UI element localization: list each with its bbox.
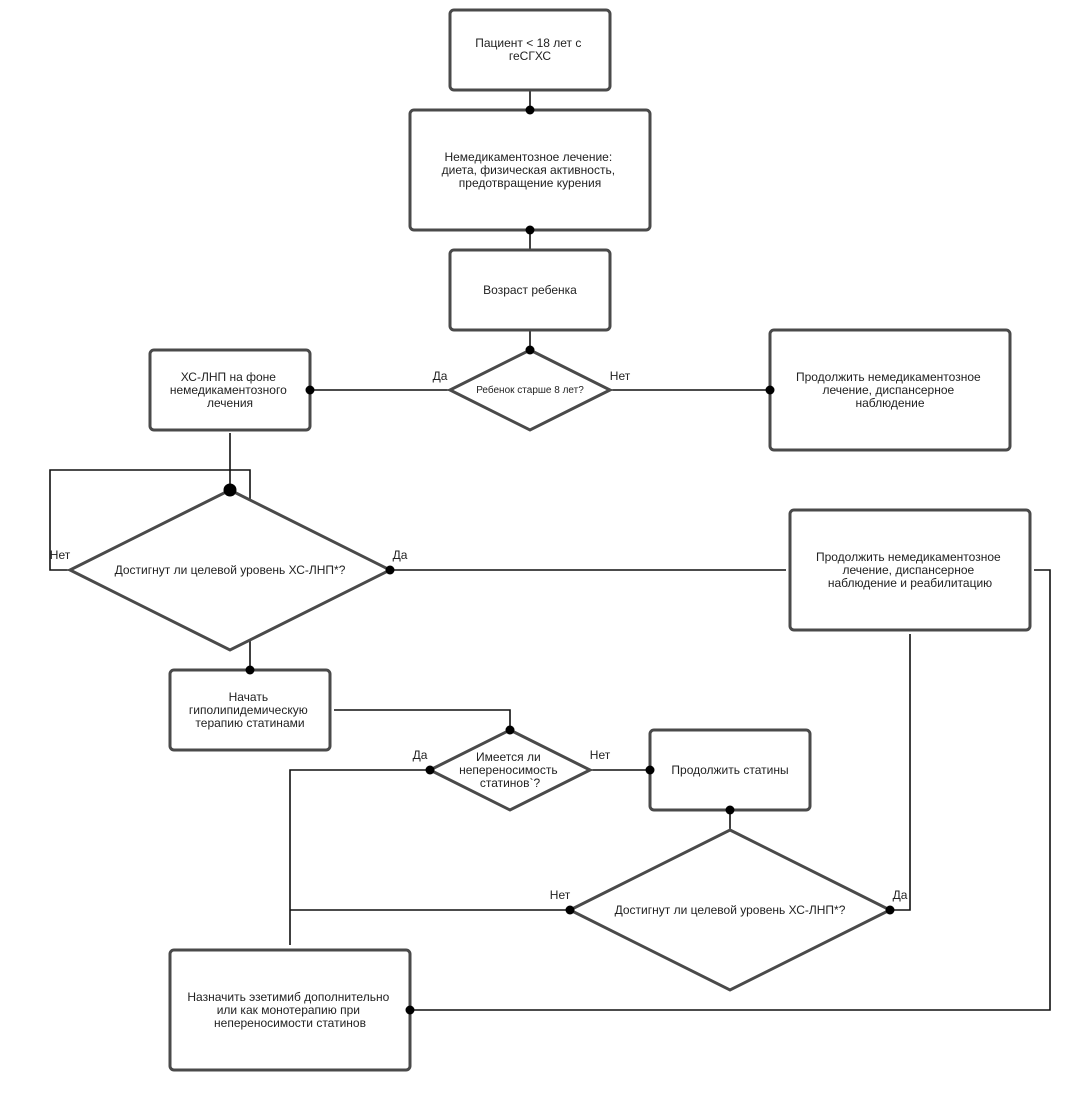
continue-statins-text: Продолжить статины: [671, 763, 788, 777]
node-intolerance-check: Имеется ли непереносимость статинов`?: [426, 728, 594, 812]
edge-rehab-to-ezetimibe: [410, 569, 1051, 1011]
connection-dot: [385, 565, 395, 575]
nondrug-text: Немедикаментозное лечение: диета, физиче…: [442, 150, 619, 190]
age-check-diamond: [446, 348, 614, 432]
continue-rehab-text: Продолжить немедикаментозное лечение, ди…: [816, 550, 1004, 590]
start-text: Пациент < 18 лет с геСГХС: [475, 36, 584, 63]
node-age: Возраст ребенка: [448, 248, 612, 332]
connection-dot: [245, 665, 255, 675]
connection-dot: [305, 385, 315, 395]
connection-dot: [885, 905, 895, 915]
label-age-check-yes: Да: [433, 369, 448, 383]
target-check-1-diamond: [66, 488, 394, 652]
edge-labels: Да Нет Нет Да Да Нет Нет Да: [50, 369, 908, 902]
intolerance-check-text: Имеется ли непереносимость статинов`?: [459, 750, 561, 790]
target-check-2-text: Достигнут ли целевой уровень ХС-ЛНП*?: [615, 903, 846, 917]
edge-target-check-2-yes: [890, 634, 911, 911]
target-check-1-text: Достигнут ли целевой уровень ХС-ЛНП*?: [115, 563, 346, 577]
connection-dot: [505, 725, 515, 735]
continue-rehab-box: [788, 508, 1032, 632]
node-ezetimibe: Назначить эзетимиб дополнительно или как…: [168, 948, 412, 1072]
connection-dot: [425, 765, 435, 775]
node-ldl-on-nondrug: ХС-ЛНП на фоне немедикаментозного лечени…: [148, 348, 312, 432]
continue-observation-text: Продолжить немедикаментозное лечение, ди…: [796, 370, 984, 410]
node-continue-rehab: Продолжить немедикаментозное лечение, ди…: [788, 508, 1032, 632]
age-check-text: Ребенок старше 8 лет?: [476, 384, 584, 396]
connection-dot: [405, 1005, 415, 1015]
connection-points: [223, 105, 895, 1015]
node-continue-statins: Продолжить статины: [648, 728, 812, 812]
edge-intolerance-yes: [289, 769, 430, 945]
node-start-statins: Начать гиполипидемическую терапию статин…: [168, 668, 332, 752]
label-target-check-1-no: Нет: [50, 548, 71, 562]
label-intolerance-yes: Да: [413, 748, 428, 762]
connection-dot: [725, 805, 735, 815]
node-target-check-1: Достигнут ли целевой уровень ХС-ЛНП*?: [66, 488, 394, 652]
label-intolerance-no: Нет: [590, 748, 611, 762]
age-box: [448, 248, 612, 332]
ldl-on-nondrug-text: ХС-ЛНП на фоне немедикаментозного лечени…: [170, 370, 290, 410]
intolerance-check-diamond: [426, 728, 594, 812]
label-age-check-no: Нет: [610, 369, 631, 383]
label-target-check-2-no: Нет: [550, 888, 571, 902]
connection-dot: [565, 905, 575, 915]
connection-dot: [645, 765, 655, 775]
connection-dot: [223, 483, 237, 497]
connection-dot: [525, 105, 535, 115]
edge-statins-to-intolerance: [334, 709, 511, 730]
ezetimibe-text: Назначить эзетимиб дополнительно или как…: [187, 990, 392, 1030]
connection-dot: [765, 385, 775, 395]
label-target-check-1-yes: Да: [393, 548, 408, 562]
connection-dot: [525, 345, 535, 355]
node-target-check-2: Достигнут ли целевой уровень ХС-ЛНП*?: [566, 828, 894, 992]
start-statins-text: Начать гиполипидемическую терапию статин…: [189, 690, 311, 730]
target-check-2-diamond: [566, 828, 894, 992]
node-continue-observation: Продолжить немедикаментозное лечение, ди…: [768, 328, 1012, 452]
age-text: Возраст ребенка: [483, 283, 577, 297]
node-nondrug: Немедикаментозное лечение: диета, физиче…: [408, 108, 652, 232]
node-start: Пациент < 18 лет с геСГХС: [448, 8, 612, 92]
start-box: [448, 8, 612, 92]
connection-dot: [525, 225, 535, 235]
node-age-check: Ребенок старше 8 лет?: [446, 348, 614, 432]
label-target-check-2-yes: Да: [893, 888, 908, 902]
